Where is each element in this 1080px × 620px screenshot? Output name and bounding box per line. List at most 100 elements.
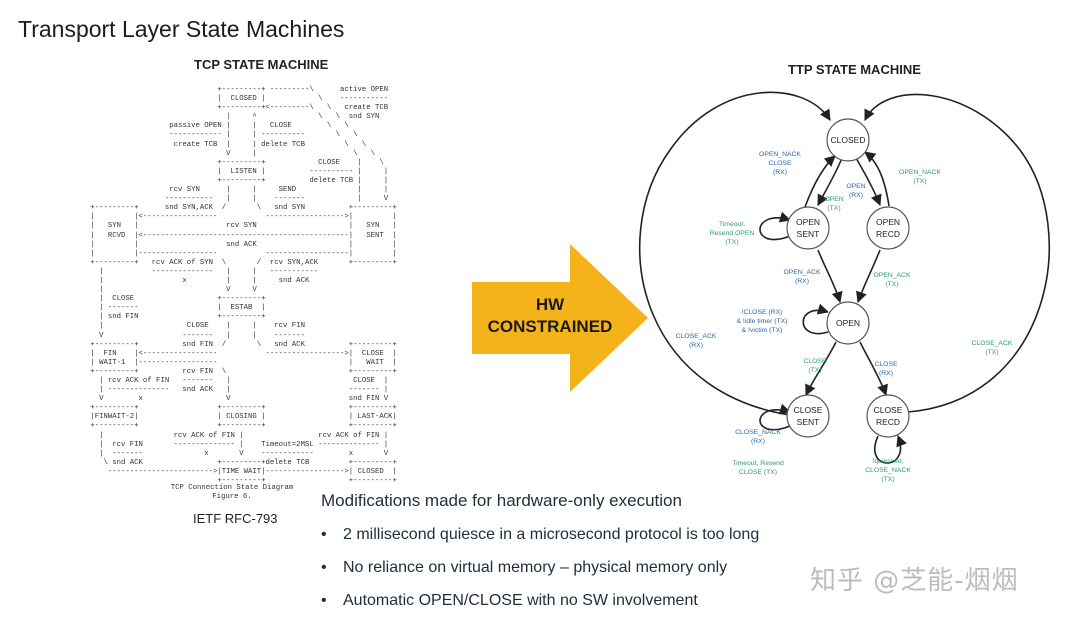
label-open-rx: OPEN (RX) [846, 183, 865, 199]
edge-opensent-to-open [817, 249, 843, 304]
svg-text:(TX): (TX) [885, 281, 898, 288]
svg-text:!quiesced,: !quiesced, [873, 458, 904, 465]
label-open-tx: OPEN (TX) [824, 196, 843, 212]
selfloop-open [802, 303, 830, 335]
svg-text:CLOSE_ACK: CLOSE_ACK [972, 340, 1013, 347]
label-timeout-resend-open: Timeout, Resend OPEN (TX) [710, 221, 755, 246]
bullet-text: No reliance on virtual memory – physical… [343, 559, 728, 576]
svg-text:(RX): (RX) [689, 342, 703, 349]
state-open: OPEN [826, 301, 870, 345]
svg-text:CLOSE_NACK: CLOSE_NACK [735, 429, 781, 436]
svg-text:OPEN: OPEN [796, 217, 820, 227]
bullet-symbol: • [321, 559, 327, 576]
svg-text:OPEN_ACK: OPEN_ACK [783, 269, 820, 276]
svg-text:!CLOSE (RX): !CLOSE (RX) [742, 309, 783, 316]
svg-text:(RX): (RX) [849, 192, 863, 199]
svg-text:CLOSE (TX): CLOSE (TX) [739, 469, 777, 476]
svg-text:(RX): (RX) [879, 370, 893, 377]
label-open-ack-tx: OPEN_ACK (TX) [873, 272, 910, 288]
edge-closed-to-opensent [817, 157, 843, 206]
label-open-self: !CLOSE (RX) & !idle timer (TX) & !victim… [737, 309, 788, 334]
svg-text:CLOSE_ACK: CLOSE_ACK [676, 333, 717, 340]
state-closed: CLOSED [826, 118, 870, 162]
label-timeout-resend-close: Timeout, Resend CLOSE (TX) [732, 460, 784, 476]
arrow-text-constrained: CONSTRAINED [487, 317, 613, 336]
svg-text:(TX): (TX) [808, 367, 821, 374]
svg-text:(TX): (TX) [881, 476, 894, 483]
svg-text:CLOSE: CLOSE [874, 405, 903, 415]
svg-text:CLOSE_NACK: CLOSE_NACK [865, 467, 911, 474]
label-quiesced-close-nack: !quiesced, CLOSE_NACK (TX) [865, 458, 911, 483]
state-close-sent: CLOSE SENT [786, 394, 830, 438]
edge-opensent-to-closed [804, 155, 836, 208]
edge-open-to-closerecd [859, 341, 888, 397]
svg-text:CLOSED: CLOSED [831, 135, 866, 145]
hw-constrained-arrow: HW CONSTRAINED [470, 244, 650, 392]
svg-text:CLOSE: CLOSE [794, 405, 823, 415]
label-open-nack-close-rx: OPEN_NACK CLOSE (RX) [759, 151, 801, 176]
svg-text:OPEN: OPEN [876, 217, 900, 227]
svg-text:(RX): (RX) [795, 278, 809, 285]
selfloop-opensent [759, 211, 792, 241]
svg-text:OPEN_NACK: OPEN_NACK [899, 169, 941, 176]
tcp-caption-figure: Figure 6. [212, 493, 252, 501]
svg-text:SENT: SENT [797, 417, 820, 427]
bullet-item: • Automatic OPEN/CLOSE with no SW involve… [321, 592, 698, 610]
svg-text:Resend OPEN: Resend OPEN [710, 230, 755, 237]
bullet-symbol: • [321, 592, 327, 609]
tcp-caption-title: TCP Connection State Diagram [170, 484, 294, 492]
edge-closesent-to-closed-outer [638, 91, 831, 419]
watermark: 知乎 @芝能-烟烟 [810, 566, 1019, 596]
tcp-heading: TCP STATE MACHINE [194, 57, 329, 72]
svg-text:(RX): (RX) [751, 438, 765, 445]
label-open-ack-rx: OPEN_ACK (RX) [783, 269, 820, 285]
edge-openrecd-to-closed [864, 151, 890, 207]
bullet-item: • No reliance on virtual memory – physica… [321, 559, 727, 577]
svg-text:CLOSE: CLOSE [803, 358, 827, 365]
bullet-item: • 2 millisecond quiesce in a microsecond … [321, 526, 759, 544]
svg-text:(TX): (TX) [913, 178, 926, 185]
modifications-heading: Modifications made for hardware-only exe… [321, 491, 682, 510]
label-close-nack-rx: CLOSE_NACK (RX) [735, 429, 781, 445]
bullet-text: 2 millisecond quiesce in a microsecond p… [343, 526, 760, 543]
selfloop-closerecd [874, 434, 907, 464]
svg-text:Timeout,: Timeout, [719, 221, 745, 228]
arrow-shape [472, 244, 648, 392]
state-close-recd: CLOSE RECD [866, 394, 910, 438]
state-open-sent: OPEN SENT [786, 206, 830, 250]
tcp-source: IETF RFC-793 [193, 511, 278, 526]
arrow-text-hw: HW [535, 295, 565, 314]
label-close-tx: CLOSE (TX) [803, 358, 827, 374]
ttp-state-diagram: CLOSED OPEN SENT OPEN RECD OPEN CLOSE SE… [638, 91, 1050, 483]
label-close-ack-rx: CLOSE_ACK (RX) [676, 333, 717, 349]
svg-text:(TX): (TX) [725, 239, 738, 246]
svg-text:(RX): (RX) [773, 169, 787, 176]
bullet-symbol: • [321, 526, 327, 543]
edge-openrecd-to-open [856, 249, 881, 304]
label-close-rx: CLOSE (RX) [874, 361, 898, 377]
label-open-nack-tx: OPEN_NACK (TX) [899, 169, 941, 185]
svg-text:RECD: RECD [876, 417, 900, 427]
selfloop-closesent [759, 403, 792, 431]
edge-closerecd-to-closed-outer [864, 93, 1050, 413]
tcp-state-diagram: +---------+ ---------\ active OPEN | CLO… [90, 86, 397, 486]
ttp-heading: TTP STATE MACHINE [788, 62, 921, 77]
svg-text:CLOSE: CLOSE [768, 160, 792, 167]
svg-text:(TX): (TX) [985, 349, 998, 356]
svg-text:OPEN: OPEN [836, 318, 860, 328]
state-open-recd: OPEN RECD [866, 206, 910, 250]
svg-text:OPEN: OPEN [846, 183, 865, 190]
slide-title: Transport Layer State Machines [18, 16, 345, 42]
bullet-text: Automatic OPEN/CLOSE with no SW involvem… [343, 592, 698, 609]
label-close-ack-tx: CLOSE_ACK (TX) [972, 340, 1013, 356]
svg-text:OPEN_ACK: OPEN_ACK [873, 272, 910, 279]
svg-text:& !idle timer (TX): & !idle timer (TX) [737, 318, 788, 325]
svg-text:(TX): (TX) [827, 205, 840, 212]
edge-closed-to-openrecd [855, 157, 882, 207]
svg-text:RECD: RECD [876, 229, 900, 239]
svg-text:CLOSE: CLOSE [874, 361, 898, 368]
svg-text:SENT: SENT [797, 229, 820, 239]
edge-open-to-closesent [805, 341, 837, 397]
svg-text:Timeout, Resend: Timeout, Resend [732, 460, 784, 467]
svg-text:OPEN_NACK: OPEN_NACK [759, 151, 801, 158]
